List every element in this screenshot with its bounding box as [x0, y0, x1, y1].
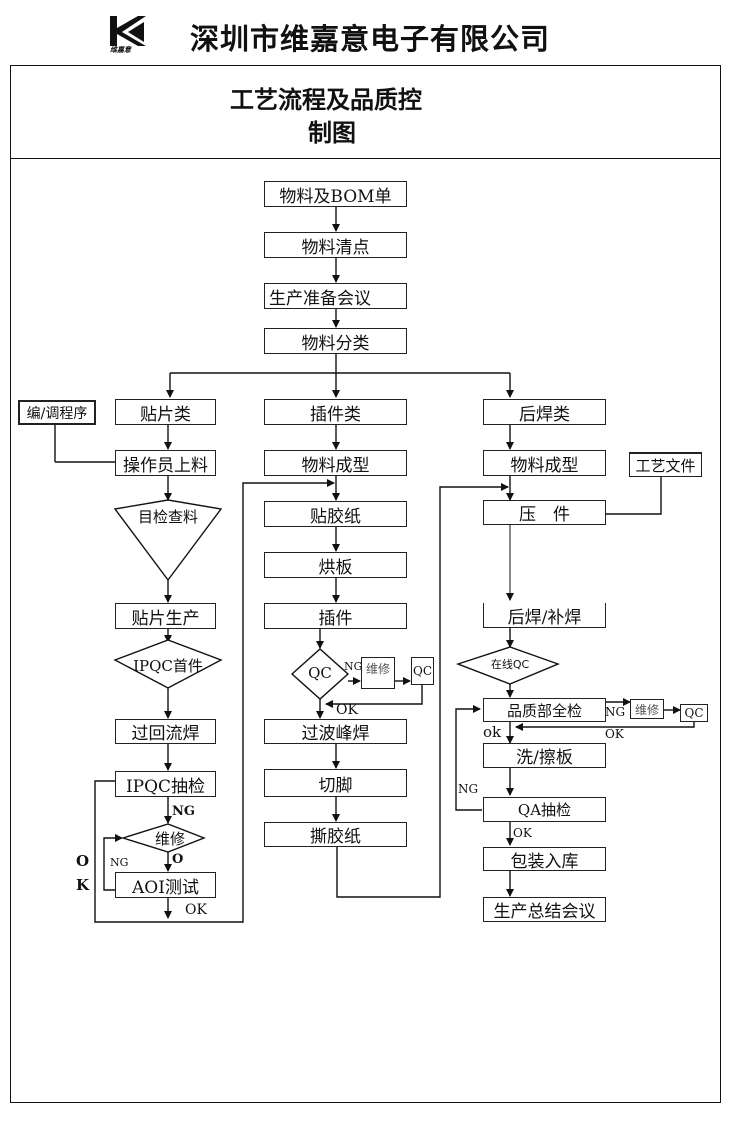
qa-ok-label: OK — [513, 826, 532, 840]
smt-category: 贴片类 — [115, 399, 216, 425]
dip-ok-label: OK — [336, 702, 358, 718]
repair-diamond — [120, 823, 206, 853]
ok-label: OK — [185, 902, 207, 918]
wave-soldering: 过波峰焊 — [264, 719, 407, 744]
post-forming: 物料成型 — [483, 450, 606, 476]
post-category: 后焊类 — [483, 399, 606, 425]
company-logo: 维嘉意 — [108, 14, 148, 56]
remove-tape: 撕胶纸 — [264, 822, 407, 847]
bake-board: 烘板 — [264, 552, 407, 578]
aoi-test: AOI测试 — [115, 872, 216, 898]
ok-side-k: K — [76, 876, 90, 894]
inline-qc-diamond — [455, 646, 560, 685]
qa-full-inspection: 品质部全检 — [483, 698, 606, 722]
page-title-line2: 制图 — [308, 118, 356, 147]
self-check-label: 目检查料 — [137, 508, 198, 526]
reflow-soldering: 过回流焊 — [115, 719, 216, 744]
ipqc-first-diamond — [113, 639, 223, 689]
step-prep-meeting: 生产准备会议 — [264, 283, 407, 309]
post-ok-label: OK — [605, 727, 624, 741]
title-band — [10, 65, 721, 159]
process-document: 工艺文件 — [629, 452, 702, 477]
post-repair: 维修 — [630, 699, 664, 719]
smt-production: 贴片生产 — [115, 603, 216, 629]
o-label: O — [172, 852, 184, 867]
operator-load: 操作员上料 — [115, 450, 216, 476]
dip-category: 插件类 — [264, 399, 407, 425]
packing-storage: 包装入库 — [483, 847, 606, 872]
qa-sampling: QA抽检 — [483, 797, 606, 822]
post-ng-label: NG — [605, 705, 626, 719]
document-frame — [10, 65, 721, 1103]
trim-leads: 切脚 — [264, 769, 407, 797]
logo-k-icon — [110, 16, 146, 46]
program-setup: 编/调程序 — [18, 400, 96, 425]
step-material-classify: 物料分类 — [264, 328, 407, 354]
post-ng-loop-label: NG — [458, 782, 479, 796]
production-summary-meeting: 生产总结会议 — [483, 897, 606, 922]
ipqc-first-label: IPQC首件 — [133, 657, 203, 675]
qc-diamond — [290, 648, 350, 700]
dip-repair: 维修 — [361, 657, 395, 689]
ok-lower-label: ok — [483, 723, 502, 741]
post-soldering: 后焊/补焊 — [483, 603, 606, 628]
page-title-line1: 工艺流程及品质控 — [230, 85, 422, 114]
press-fit: 压 件 — [483, 500, 606, 525]
self-check-triangle — [113, 499, 223, 582]
wash-board: 洗/擦板 — [483, 743, 606, 768]
repair-label: 维修 — [154, 830, 185, 848]
step-bom: 物料及BOM单 — [264, 181, 407, 207]
dip-qc-recheck: QC — [411, 657, 434, 685]
company-name: 深圳市维嘉意电子有限公司 — [190, 22, 551, 56]
ng-loop-label: NG — [110, 856, 129, 869]
step-material-count: 物料清点 — [264, 232, 407, 258]
qc-label: QC — [308, 664, 332, 682]
ipqc-sampling: IPQC抽检 — [115, 771, 216, 797]
dip-ng-label: NG — [344, 660, 363, 673]
ng-label: NG — [172, 804, 195, 819]
dip-forming: 物料成型 — [264, 450, 407, 476]
apply-tape: 贴胶纸 — [264, 501, 407, 527]
ok-side-o: O — [76, 852, 90, 870]
logo-caption: 维嘉意 — [110, 45, 131, 54]
inline-qc-label: 在线QC — [490, 658, 530, 671]
post-qc-recheck: QC — [680, 704, 708, 722]
insert-components: 插件 — [264, 603, 407, 629]
